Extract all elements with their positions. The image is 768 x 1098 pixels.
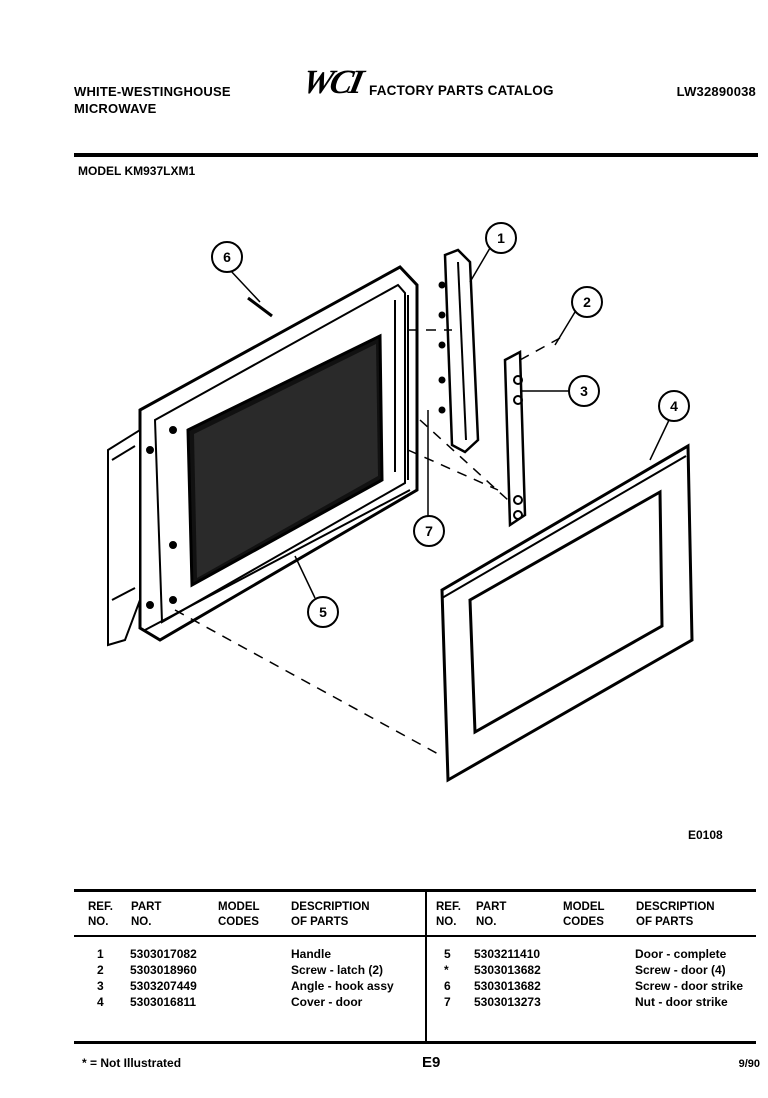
ref-no: 6 xyxy=(444,979,451,993)
catalog-number: LW32890038 xyxy=(676,84,756,99)
part-no: 5303018960 xyxy=(130,963,197,977)
model-number: MODEL KM937LXM1 xyxy=(78,164,196,178)
part-description: Handle xyxy=(291,947,332,961)
table-column-divider xyxy=(425,892,427,1041)
svg-text:7: 7 xyxy=(425,523,433,539)
ref-no: * xyxy=(444,963,449,977)
header-ref-no: REF. NO. xyxy=(436,901,461,928)
brand-name: WHITE-WESTINGHOUSE xyxy=(74,84,231,99)
figure-code: E0108 xyxy=(688,828,723,842)
part-no: 5303211410 xyxy=(474,947,541,961)
callout-5: 5 xyxy=(307,596,339,628)
ref-no: 3 xyxy=(97,979,104,993)
part-no: 5303013682 xyxy=(474,979,541,993)
page-code: E9 xyxy=(422,1054,441,1071)
hook-angle-part xyxy=(503,349,527,528)
exploded-parts-diagram: 1 2 3 4 5 6 7 xyxy=(107,222,694,783)
svg-text:6: 6 xyxy=(223,249,231,265)
catalog-title: FACTORY PARTS CATALOG xyxy=(369,83,554,98)
ref-no: 5 xyxy=(444,947,451,961)
wci-logo: WCI xyxy=(299,64,365,101)
leader-lines xyxy=(229,247,671,599)
callout-2: 2 xyxy=(571,286,603,318)
header-description: DESCRIPTION OF PARTS xyxy=(636,901,715,928)
ref-no: 4 xyxy=(97,995,104,1009)
svg-text:3: 3 xyxy=(580,383,588,399)
callout-6: 6 xyxy=(211,241,243,273)
handle-part xyxy=(438,248,480,454)
door-frame xyxy=(107,265,419,647)
assembly-lines xyxy=(174,329,561,756)
part-description: Nut - door strike xyxy=(635,995,728,1009)
table-header-rule xyxy=(74,935,756,937)
header-description: DESCRIPTION OF PARTS xyxy=(291,901,370,928)
header-model-codes: MODEL CODES xyxy=(563,901,605,928)
part-description: Screw - door (4) xyxy=(635,963,726,977)
callout-7: 7 xyxy=(413,515,445,547)
part-no: 5303013682 xyxy=(474,963,541,977)
part-description: Cover - door xyxy=(291,995,363,1009)
part-no: 5303013273 xyxy=(474,995,541,1009)
catalog-title-block: WCI FACTORY PARTS CATALOG xyxy=(299,64,553,101)
ref-no: 7 xyxy=(444,995,451,1009)
table-bottom-rule xyxy=(74,1041,756,1044)
ref-no: 1 xyxy=(97,947,104,961)
part-no: 5303017082 xyxy=(130,947,197,961)
header-model-codes: MODEL CODES xyxy=(218,901,260,928)
callout-1: 1 xyxy=(485,222,517,254)
svg-text:1: 1 xyxy=(497,230,505,246)
header-part-no: PART NO. xyxy=(131,901,162,928)
revision-date: 9/90 xyxy=(738,1058,760,1070)
callout-3: 3 xyxy=(568,375,600,407)
not-illustrated-note: * = Not Illustrated xyxy=(82,1056,182,1070)
part-description: Angle - hook assy xyxy=(291,979,394,993)
part-description: Screw - latch (2) xyxy=(291,963,384,977)
callout-4: 4 xyxy=(658,390,690,422)
part-no: 5303207449 xyxy=(130,979,197,993)
svg-text:4: 4 xyxy=(670,398,678,414)
product-type: MICROWAVE xyxy=(74,101,157,116)
svg-text:2: 2 xyxy=(583,294,591,310)
screw-6 xyxy=(247,296,273,318)
brand-block: WHITE-WESTINGHOUSE MICROWAVE xyxy=(74,83,274,117)
ref-no: 2 xyxy=(97,963,104,977)
door-cover xyxy=(440,443,694,783)
part-no: 5303016811 xyxy=(130,995,197,1009)
part-description: Door - complete xyxy=(635,947,727,961)
part-description: Screw - door strike xyxy=(635,979,744,993)
header-part-no: PART NO. xyxy=(476,901,507,928)
svg-text:5: 5 xyxy=(319,604,327,620)
table-top-rule xyxy=(74,889,756,892)
header-rule xyxy=(74,153,758,157)
header-ref-no: REF. NO. xyxy=(88,901,113,928)
